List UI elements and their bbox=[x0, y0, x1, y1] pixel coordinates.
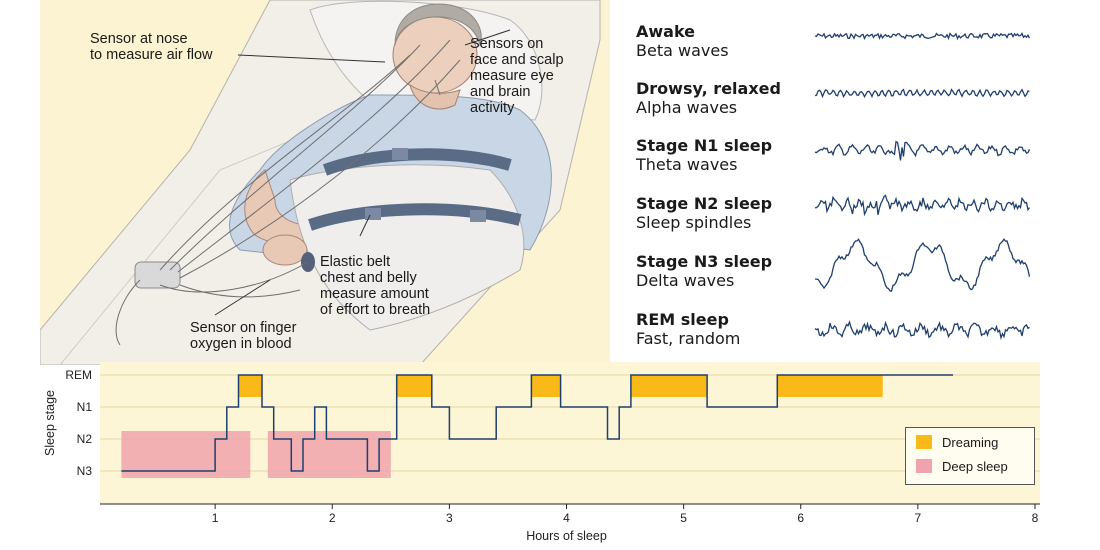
sleep-study-illustration bbox=[40, 0, 610, 365]
face-sensors-label: Sensors on face and scalp measure eye an… bbox=[470, 36, 564, 116]
sensor-wires bbox=[115, 39, 461, 346]
eeg-waveforms bbox=[814, 32, 1031, 341]
wave-subtitle-n1: Theta waves bbox=[636, 155, 738, 174]
legend-item-dreaming: Dreaming bbox=[916, 435, 998, 450]
finger-sensor-label: Sensor on finger oxygen in blood bbox=[190, 320, 297, 352]
deep-sleep-swatch bbox=[916, 459, 932, 473]
wave-title-drowsy: Drowsy, relaxed bbox=[636, 79, 781, 98]
wave-subtitle-drowsy: Alpha waves bbox=[636, 98, 738, 117]
wave-title-n2: Stage N2 sleep bbox=[636, 194, 773, 213]
eeg-wave-alpha bbox=[814, 88, 1030, 99]
x-tick-label-3: 3 bbox=[446, 511, 453, 525]
wave-subtitle-rem: Fast, random bbox=[636, 329, 741, 348]
x-tick-label-5: 5 bbox=[680, 511, 687, 525]
x-tick-label-8: 8 bbox=[1032, 511, 1039, 525]
y-tick-label-n3: N3 bbox=[77, 464, 93, 478]
wave-title-rem: REM sleep bbox=[636, 310, 729, 329]
dreaming-period-4 bbox=[630, 375, 708, 397]
x-tick-label-6: 6 bbox=[797, 511, 804, 525]
y-tick-label-n1: N1 bbox=[77, 400, 93, 414]
wave-subtitle-awake: Beta waves bbox=[636, 41, 729, 60]
legend-label-dreaming: Dreaming bbox=[942, 435, 999, 450]
hypnogram-legend: Dreaming Deep sleep bbox=[905, 427, 1035, 485]
dreaming-period-3 bbox=[531, 375, 561, 397]
dreaming-swatch bbox=[916, 435, 932, 449]
elastic-belt-label: Elastic belt chest and belly measure amo… bbox=[320, 254, 431, 318]
nose-sensor-label: Sensor at nose to measure air flow bbox=[90, 31, 213, 63]
dreaming-period-2 bbox=[396, 375, 432, 397]
x-tick-label-7: 7 bbox=[915, 511, 922, 525]
patient bbox=[134, 3, 552, 331]
callout-lines bbox=[214, 29, 511, 316]
dreaming-period-1 bbox=[238, 375, 262, 397]
y-tick-label-n2: N2 bbox=[77, 432, 93, 446]
x-tick-label-4: 4 bbox=[563, 511, 570, 525]
wave-subtitle-n2: Sleep spindles bbox=[636, 213, 752, 232]
x-axis-title: Hours of sleep bbox=[526, 529, 607, 543]
x-tick-label-2: 2 bbox=[329, 511, 336, 525]
wave-subtitle-n3: Delta waves bbox=[636, 271, 735, 290]
wave-title-awake: Awake bbox=[636, 22, 696, 41]
legend-label-deep-sleep: Deep sleep bbox=[942, 459, 1008, 474]
y-axis-title: Sleep stage bbox=[43, 390, 57, 456]
wave-title-n3: Stage N3 sleep bbox=[636, 252, 773, 271]
deep-sleep-period-1 bbox=[121, 431, 251, 478]
eeg-wave-spindles bbox=[814, 194, 1031, 217]
y-tick-label-rem: REM bbox=[65, 368, 92, 382]
legend-item-deep-sleep: Deep sleep bbox=[916, 459, 1008, 474]
x-tick-label-1: 1 bbox=[212, 511, 219, 525]
eeg-wave-beta bbox=[814, 32, 1031, 41]
eeg-wave-rem bbox=[814, 320, 1030, 341]
eeg-wave-delta bbox=[814, 238, 1031, 292]
dreaming-period-5 bbox=[777, 375, 883, 397]
hypnogram-line bbox=[121, 374, 953, 472]
wave-title-n1: Stage N1 sleep bbox=[636, 136, 773, 155]
eeg-wave-theta bbox=[814, 140, 1031, 161]
